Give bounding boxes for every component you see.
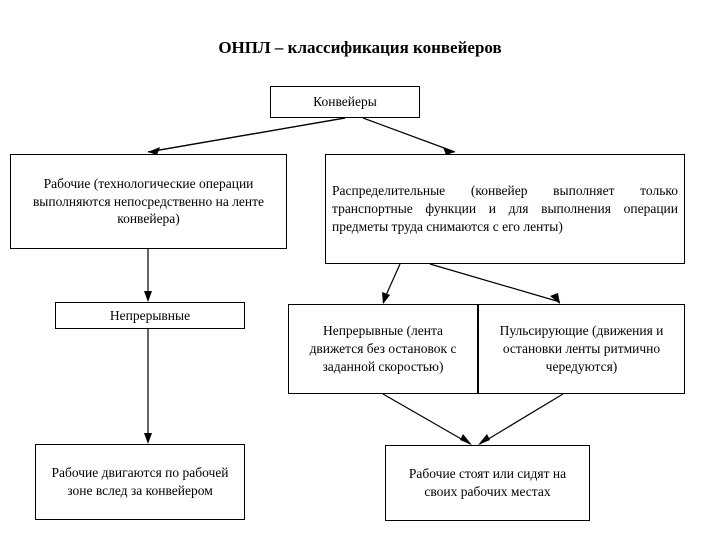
node-workers-stand-label: Рабочие стоят или сидят на своих рабочих… <box>408 466 567 499</box>
node-working-label: Рабочие (технологические операции выполн… <box>32 175 265 227</box>
node-workers-stand[interactable]: Рабочие стоят или сидят на своих рабочих… <box>385 445 590 521</box>
node-distributing-label: Распределительные (конвейер выполняет то… <box>332 183 678 234</box>
node-continuous-right-label: Непрерывные (лента движется без останово… <box>309 323 457 374</box>
node-root[interactable]: Конвейеры <box>270 86 420 118</box>
node-working[interactable]: Рабочие (технологические операции выполн… <box>10 154 287 249</box>
node-distributing[interactable]: Распределительные (конвейер выполняет то… <box>325 154 685 264</box>
page-title: ОНПЛ – классификация конвейеров <box>218 38 502 57</box>
node-workers-move[interactable]: Рабочие двигаются по рабочей зоне вслед … <box>35 444 245 520</box>
node-pulsing[interactable]: Пульсирующие (движения и остановки ленты… <box>478 304 685 394</box>
node-continuous-left-label: Непрерывные <box>109 307 191 323</box>
node-workers-move-label: Рабочие двигаются по рабочей зоне вслед … <box>51 465 229 498</box>
node-continuous-left[interactable]: Непрерывные <box>55 302 245 329</box>
node-pulsing-label: Пульсирующие (движения и остановки ленты… <box>499 323 664 374</box>
node-root-label: Конвейеры <box>313 94 377 110</box>
node-continuous-right[interactable]: Непрерывные (лента движется без останово… <box>288 304 478 394</box>
